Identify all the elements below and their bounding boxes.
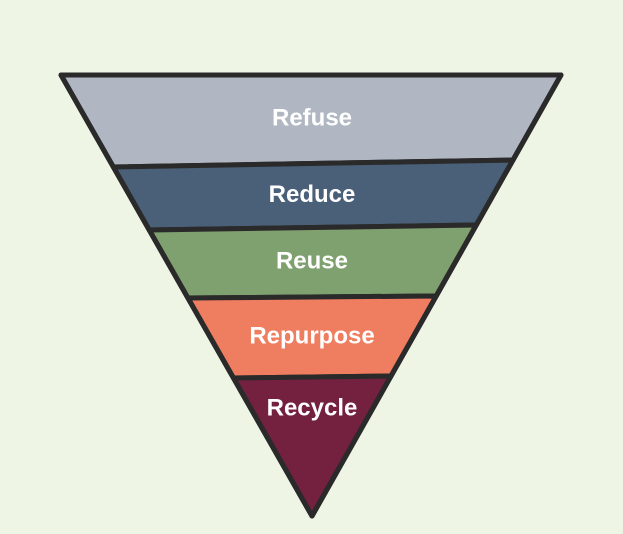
- tier-label-refuse: Refuse: [272, 105, 352, 132]
- tier-label-reduce: Reduce: [269, 181, 356, 208]
- pyramid-outline: [58, 72, 564, 519]
- tier-label-repurpose: Repurpose: [249, 322, 374, 349]
- tier-label-recycle: Recycle: [267, 394, 358, 421]
- tier-label-reuse: Reuse: [276, 248, 348, 275]
